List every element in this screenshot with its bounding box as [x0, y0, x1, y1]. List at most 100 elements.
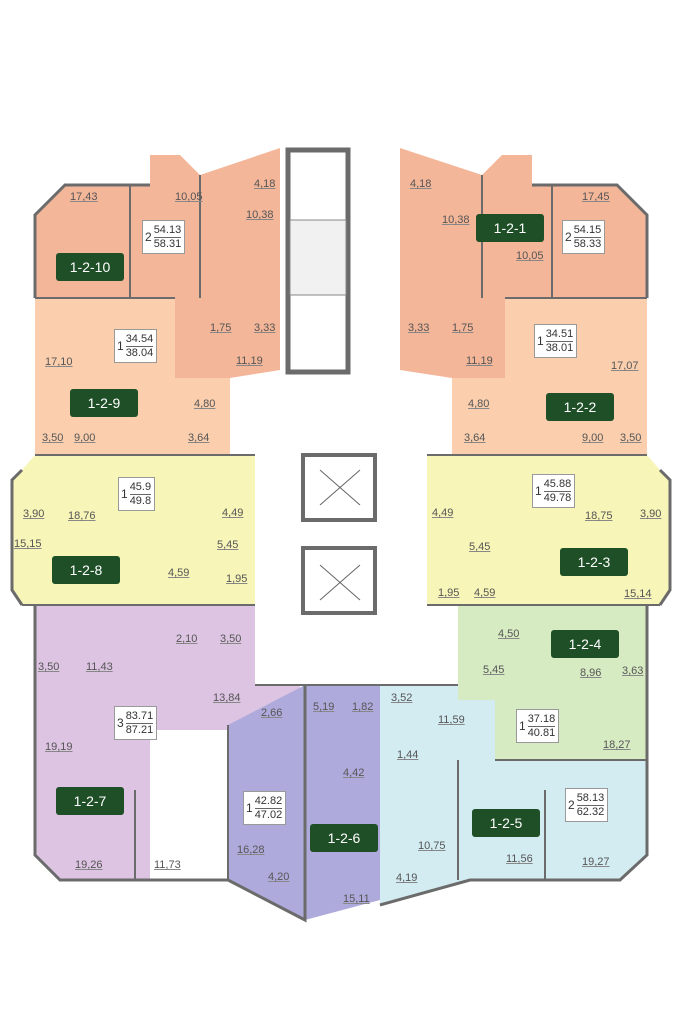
room-count: 1: [117, 339, 124, 353]
room-area: 11,19: [236, 355, 263, 367]
room-area: 5,45: [217, 539, 239, 551]
apartment-badge-1-2-5: 1-2-5: [472, 809, 540, 837]
room-area: 3,50: [42, 432, 64, 444]
room-area: 1,44: [397, 749, 419, 761]
room-count: 1: [537, 334, 544, 348]
apartment-1-2-10-fill: [35, 148, 280, 378]
apartment-1-2-5-fill: [380, 685, 647, 905]
room-area: 1,95: [438, 587, 460, 599]
room-area: 3,33: [254, 322, 276, 334]
room-area: 5,45: [483, 664, 505, 676]
room-area: 17,43: [70, 191, 98, 203]
room-area: 17,10: [45, 356, 73, 368]
apartment-1-2-1-fill: [400, 148, 647, 378]
room-area: 11,43: [86, 661, 113, 673]
total-area: 49.8: [129, 494, 152, 507]
room-area: 4,19: [396, 872, 418, 884]
room-area: 17,07: [611, 360, 639, 372]
room-area: 13,84: [213, 692, 241, 704]
total-area: 47.02: [254, 808, 283, 821]
room-area: 2,10: [176, 633, 198, 645]
room-area: 10,05: [516, 250, 544, 262]
elevator-2: [301, 546, 377, 615]
room-area: 4,59: [474, 587, 496, 599]
total-area: 62.32: [576, 805, 605, 818]
living-area: 83.71: [125, 709, 154, 724]
apartment-badge-1-2-8: 1-2-8: [52, 556, 120, 584]
room-area: 1,75: [452, 322, 474, 334]
stair-flight: [289, 219, 347, 296]
room-area: 3,50: [620, 432, 642, 444]
apartment-badge-1-2-9: 1-2-9: [70, 389, 138, 417]
room-count: 3: [117, 716, 124, 730]
total-area: 58.33: [573, 237, 602, 250]
room-area: 11,73: [154, 859, 181, 871]
room-area: 19,19: [45, 741, 73, 753]
apartment-badge-1-2-1: 1-2-1: [476, 214, 544, 242]
room-area: 3,90: [23, 508, 45, 520]
living-area: 58.13: [576, 791, 605, 806]
living-area: 42.82: [254, 794, 283, 809]
room-area: 11,19: [466, 355, 493, 367]
apartment-badge-1-2-10: 1-2-10: [56, 253, 124, 281]
living-area: 34.54: [125, 332, 154, 347]
apartment-badge-1-2-4: 1-2-4: [551, 630, 619, 658]
room-area: 15,15: [14, 538, 42, 550]
room-area: 3,64: [464, 432, 486, 444]
room-count: 1: [519, 719, 526, 733]
room-area: 4,49: [222, 507, 244, 519]
room-area: 4,59: [168, 567, 190, 579]
room-area: 3,64: [188, 432, 210, 444]
apartment-badge-1-2-3: 1-2-3: [560, 548, 628, 576]
total-area: 38.04: [125, 346, 154, 359]
apartment-badge-1-2-7: 1-2-7: [56, 787, 124, 815]
room-area: 10,38: [442, 214, 470, 226]
room-count: 2: [568, 798, 575, 812]
room-area: 18,76: [68, 510, 96, 522]
room-area: 3,50: [38, 661, 60, 673]
total-area: 40.81: [527, 726, 556, 739]
room-area: 10,75: [418, 840, 446, 852]
room-area: 15,14: [624, 588, 652, 600]
total-area: 49.78: [543, 491, 572, 504]
room-count: 1: [246, 801, 253, 815]
room-area: 10,38: [246, 209, 274, 221]
room-count: 1: [121, 487, 128, 501]
living-area: 54.15: [573, 223, 602, 238]
room-area: 3,63: [622, 665, 644, 677]
room-area: 15,11: [343, 893, 370, 905]
room-area: 19,26: [75, 859, 103, 871]
apartment-badge-1-2-6: 1-2-6: [310, 824, 378, 852]
total-area: 87.21: [125, 723, 154, 736]
room-area: 11,56: [506, 853, 533, 865]
room-area: 4,50: [498, 628, 520, 640]
room-area: 5,19: [313, 701, 335, 713]
room-area: 4,80: [468, 398, 490, 410]
room-area: 3,50: [220, 633, 242, 645]
room-area: 1,95: [226, 573, 248, 585]
elevator-1: [301, 453, 377, 522]
room-area: 17,45: [582, 191, 610, 203]
room-area: 3,90: [640, 508, 662, 520]
room-area: 16,28: [237, 844, 265, 856]
room-area: 8,96: [580, 667, 602, 679]
room-area: 4,18: [410, 178, 432, 190]
room-area: 5,45: [469, 541, 491, 553]
room-area: 1,75: [210, 322, 232, 334]
room-area: 3,52: [391, 692, 413, 704]
total-area: 38.01: [545, 341, 574, 354]
apartment-badge-1-2-2: 1-2-2: [546, 393, 614, 421]
room-area: 4,42: [343, 767, 365, 779]
room-area: 3,33: [408, 322, 430, 334]
living-area: 34.51: [545, 327, 574, 342]
room-area: 1,82: [352, 701, 374, 713]
room-area: 18,27: [603, 739, 631, 751]
